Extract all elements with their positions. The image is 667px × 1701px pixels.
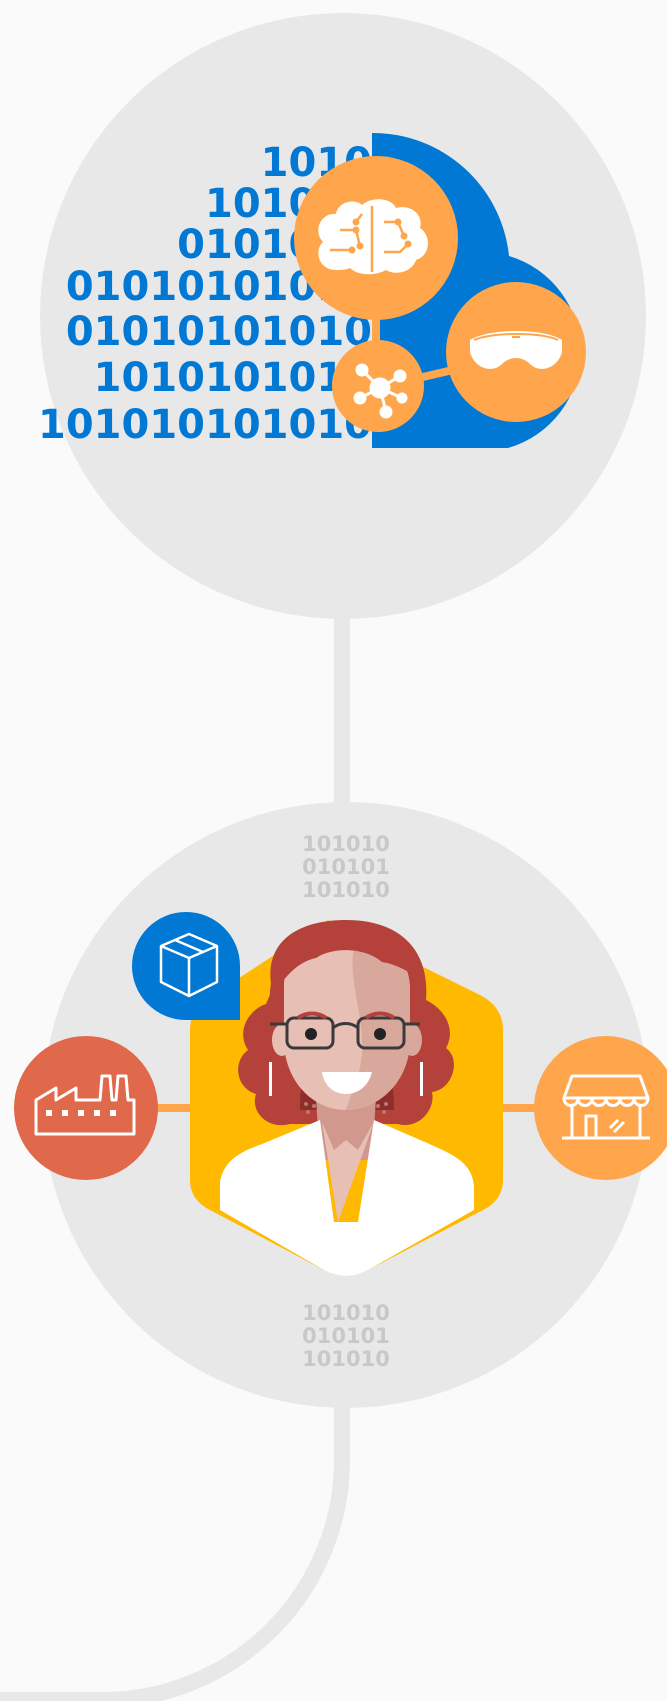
connector-vertical bbox=[334, 600, 350, 810]
brain-circuit-icon bbox=[318, 199, 428, 275]
mixed-reality-headset-icon bbox=[470, 331, 562, 369]
connector-right bbox=[494, 1104, 546, 1112]
package-bubble bbox=[132, 912, 240, 1020]
top-circle bbox=[40, 13, 646, 619]
connector-curve bbox=[0, 1390, 350, 1701]
factory-icon bbox=[34, 1074, 136, 1136]
binary-row: 101010 bbox=[302, 832, 390, 856]
binary-block-upper: 101010 010101 101010 bbox=[302, 832, 390, 902]
binary-row: 101010 bbox=[302, 878, 390, 902]
package-box-icon bbox=[159, 932, 219, 998]
network-node-icon bbox=[353, 363, 408, 419]
binary-row: 010101 bbox=[302, 1324, 390, 1348]
storefront-icon bbox=[562, 1074, 650, 1140]
factory-node bbox=[14, 1036, 158, 1180]
binary-row: 010101 bbox=[302, 855, 390, 879]
binary-row: 1010101010 bbox=[94, 355, 372, 401]
binary-block-lower: 101010 010101 101010 bbox=[302, 1301, 390, 1371]
storefront-node bbox=[534, 1036, 667, 1180]
binary-row: 101010 bbox=[302, 1347, 390, 1371]
binary-row: 01010101010 bbox=[66, 309, 372, 355]
connector-left bbox=[150, 1104, 200, 1112]
binary-row: 101010101010 bbox=[38, 402, 372, 448]
person-avatar bbox=[220, 920, 474, 1276]
binary-row: 101010 bbox=[302, 1301, 390, 1325]
